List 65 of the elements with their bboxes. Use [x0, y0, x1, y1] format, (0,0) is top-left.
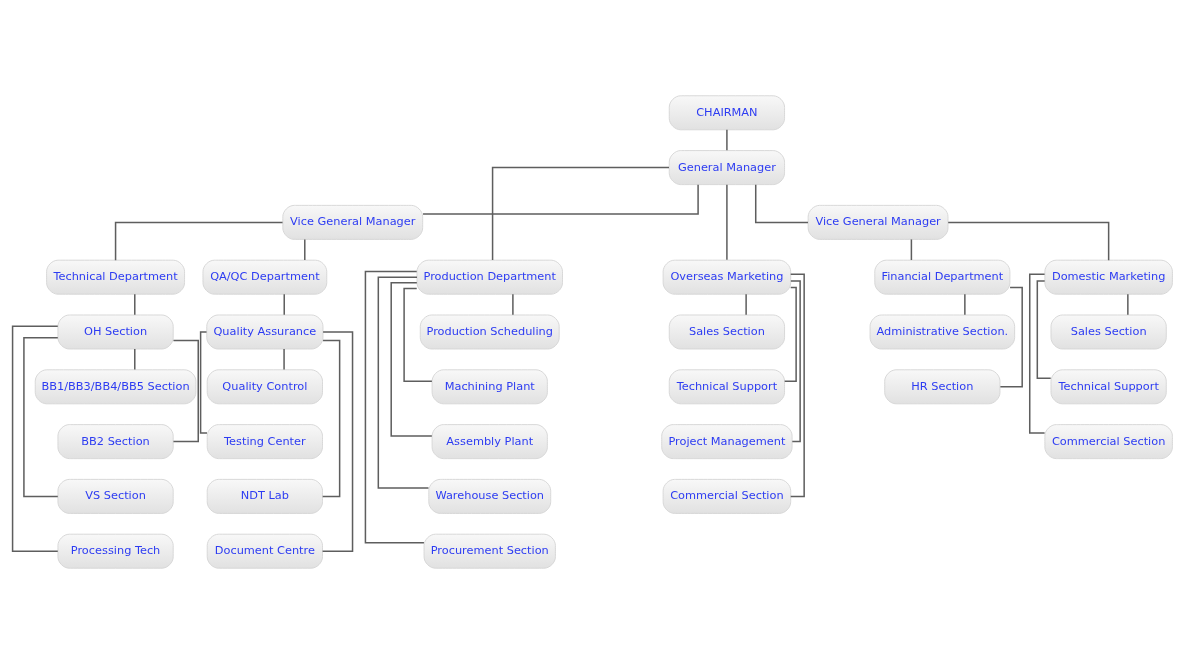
connector [377, 276, 430, 489]
node-box: Testing Center [206, 424, 323, 460]
connector [1127, 293, 1129, 316]
node-box: Sales Section [1050, 314, 1167, 350]
node-box: Assembly Plant [431, 424, 548, 460]
node-box: Project Management [661, 424, 793, 460]
connector [304, 238, 306, 261]
connector [172, 339, 199, 443]
connector [134, 293, 136, 316]
node-box: Domestic Marketing [1044, 259, 1173, 295]
node-box: Procurement Section [423, 533, 556, 569]
connector [364, 270, 425, 544]
connector [754, 183, 809, 224]
connector [390, 282, 433, 437]
connector [321, 339, 341, 498]
connector [947, 221, 1110, 261]
node-box: Technical Support [668, 369, 785, 405]
node-box: QA/QC Department [202, 259, 328, 295]
node-box: General Manager [668, 150, 785, 186]
node-box: Vice General Manager [807, 204, 949, 240]
connector [726, 183, 728, 261]
node-box: Technical Department [46, 259, 185, 295]
connector [999, 286, 1023, 388]
connector [790, 280, 801, 443]
connector [783, 286, 797, 382]
node-box: Production Department [416, 259, 563, 295]
connector [1036, 280, 1052, 380]
connector [512, 293, 514, 316]
node-box: Processing Tech [57, 533, 174, 569]
node-box: HR Section [884, 369, 1001, 405]
node-box: Warehouse Section [428, 478, 552, 514]
node-box: Quality Control [206, 369, 323, 405]
node-box: VS Section [57, 478, 174, 514]
node-box: Overseas Marketing [662, 259, 792, 295]
node-box: Document Centre [206, 533, 323, 569]
node-box: Administrative Section. [869, 314, 1016, 350]
node-box: Financial Department [874, 259, 1011, 295]
connector [199, 331, 208, 434]
connector [726, 129, 728, 152]
node-box: Commercial Section [1044, 424, 1173, 460]
node-box: NDT Lab [206, 478, 323, 514]
connector [910, 238, 913, 261]
node-box: Production Scheduling [419, 314, 560, 350]
node-box: CHAIRMAN [668, 95, 785, 131]
connector [422, 184, 699, 215]
connector [114, 221, 284, 261]
connector [321, 331, 354, 552]
node-box: Sales Section [668, 314, 785, 350]
connector [964, 293, 966, 316]
connector [283, 293, 285, 316]
connector [491, 166, 670, 261]
node-box: Technical Support [1050, 369, 1167, 405]
node-box: Machining Plant [431, 369, 548, 405]
connector [23, 336, 59, 498]
node-box: Vice General Manager [282, 204, 424, 240]
node-box: BB1/BB3/BB4/BB5 Section [34, 369, 197, 405]
connector [134, 348, 136, 371]
node-box: Quality Assurance [206, 314, 324, 350]
connector [403, 287, 433, 382]
node-box: BB2 Section [57, 424, 174, 460]
connector [283, 348, 285, 371]
node-box: OH Section [57, 314, 174, 350]
node-box: Commercial Section [662, 478, 792, 514]
connector [11, 325, 59, 552]
connector [745, 293, 747, 316]
